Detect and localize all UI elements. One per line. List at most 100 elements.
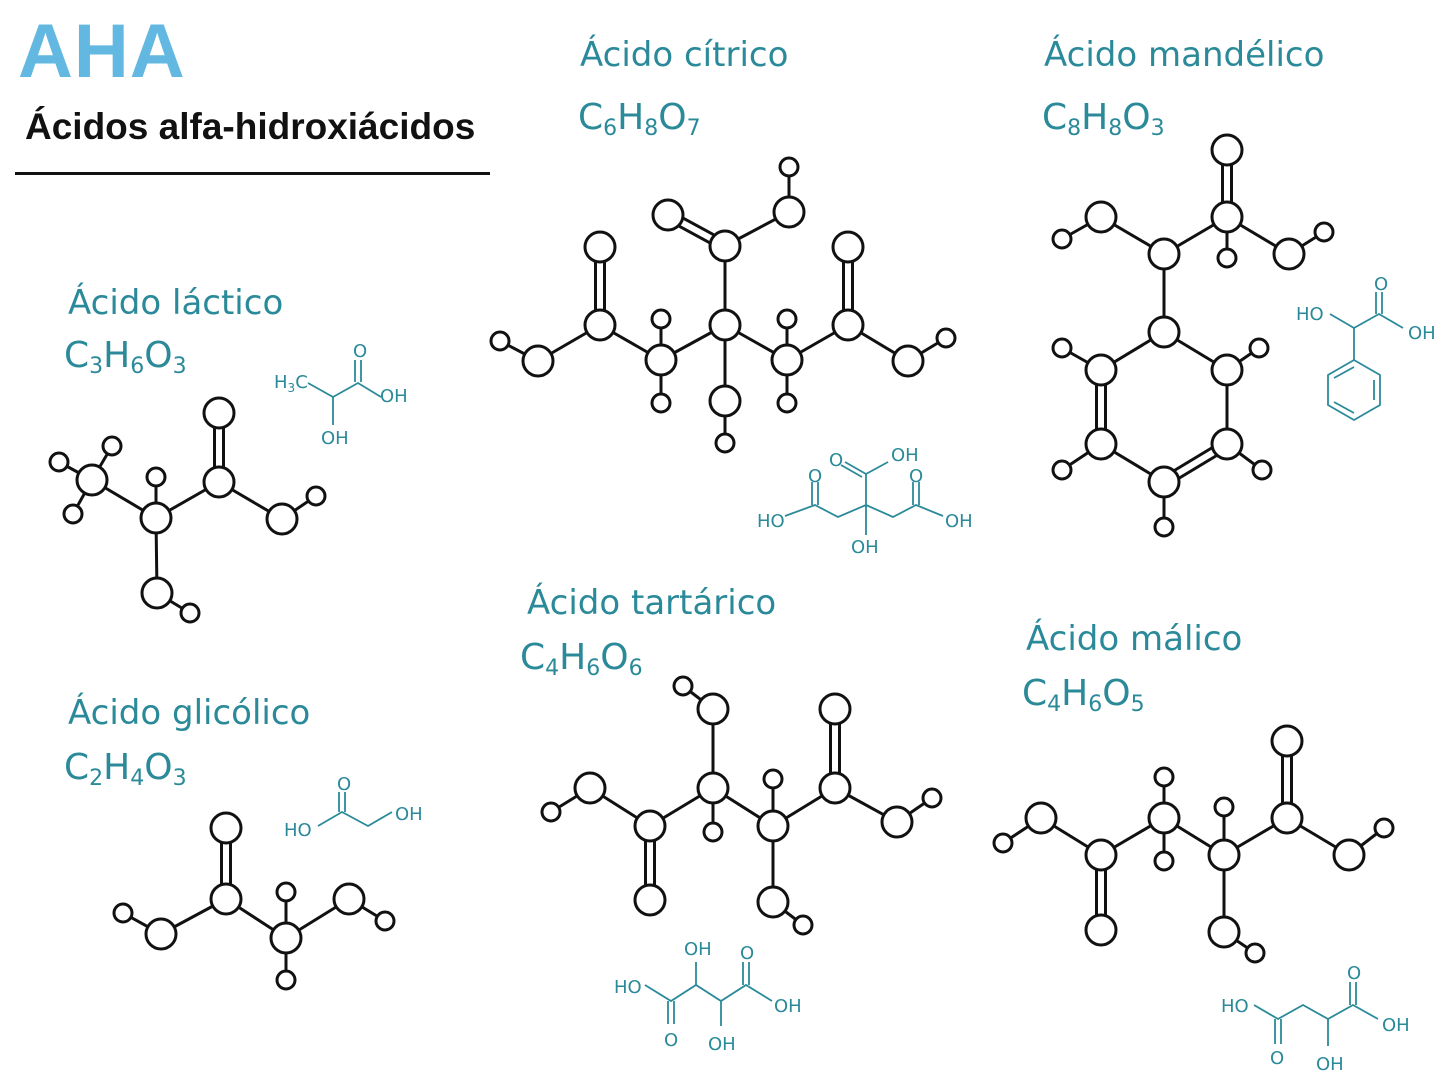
atom-label: HO bbox=[1221, 996, 1249, 1017]
heavy-atom bbox=[818, 771, 852, 805]
heavy-atom bbox=[332, 882, 366, 916]
hydrogen-atom bbox=[1216, 247, 1238, 269]
skeletal-bond bbox=[865, 461, 889, 505]
lactic-acid-name: Ácido láctico bbox=[68, 283, 284, 323]
heavy-atom bbox=[1210, 427, 1244, 461]
heavy-atom bbox=[1210, 353, 1244, 387]
hydrogen-atom bbox=[1051, 337, 1073, 359]
atom-label: O bbox=[808, 466, 822, 487]
glycolic-acid-formula: C2H4O3 bbox=[64, 747, 187, 791]
heavy-atom bbox=[708, 384, 742, 418]
heavy-atom bbox=[831, 308, 865, 342]
atom-label: O bbox=[1270, 1048, 1284, 1069]
skeletal-bond bbox=[1329, 312, 1404, 330]
hydrogen-atom bbox=[935, 327, 957, 349]
atom-label: O bbox=[829, 450, 843, 471]
heavy-atom bbox=[521, 344, 555, 378]
hydrogen-atom bbox=[1248, 337, 1270, 359]
skeletal-bond bbox=[784, 504, 944, 518]
heavy-atom bbox=[1024, 801, 1058, 835]
hydrogen-atom bbox=[792, 914, 814, 936]
heavy-atom bbox=[1332, 838, 1366, 872]
hydrogen-atom bbox=[1213, 796, 1235, 818]
heavy-atom bbox=[144, 917, 178, 951]
skeletal-bond bbox=[1349, 982, 1357, 1005]
hydrogen-atom bbox=[62, 503, 84, 525]
atom-label: H3C bbox=[274, 372, 308, 395]
heavy-atom bbox=[1084, 200, 1118, 234]
tartaric-acid-ball-stick-model bbox=[540, 675, 943, 936]
heavy-atom bbox=[1270, 801, 1304, 835]
heavy-atom bbox=[583, 308, 617, 342]
glycolic-acid-skeletal-formula bbox=[317, 792, 393, 828]
skeletal-bond bbox=[1375, 292, 1383, 314]
heavy-atom bbox=[1084, 427, 1118, 461]
hydrogen-atom bbox=[1051, 228, 1073, 250]
heavy-atom bbox=[209, 811, 243, 845]
heavy-atom bbox=[573, 771, 607, 805]
hydrogen-atom bbox=[540, 801, 562, 823]
atom-label: OH bbox=[1408, 323, 1436, 344]
atom-label: OH bbox=[1316, 1054, 1344, 1075]
atom-label: O bbox=[664, 1030, 678, 1051]
heavy-atom bbox=[756, 809, 790, 843]
hydrogen-atom bbox=[1153, 516, 1175, 538]
heavy-atom bbox=[1210, 133, 1244, 167]
heavy-atom bbox=[651, 198, 685, 232]
skeletal-bond bbox=[667, 1001, 675, 1024]
heavy-atom bbox=[202, 465, 236, 499]
hydrogen-atom bbox=[145, 466, 167, 488]
heavy-atom bbox=[696, 692, 730, 726]
skeletal-bond bbox=[1333, 366, 1375, 414]
heavy-atom bbox=[1207, 915, 1241, 949]
heavy-atom bbox=[708, 229, 742, 263]
heavy-atom bbox=[708, 308, 742, 342]
malic-acid-name: Ácido málico bbox=[1026, 619, 1243, 659]
atom-label: OH bbox=[708, 1034, 736, 1055]
heavy-atom bbox=[1147, 465, 1181, 499]
heavy-atom bbox=[75, 463, 109, 497]
mandelic-acid-skeletal-formula bbox=[1327, 292, 1404, 422]
heavy-atom bbox=[633, 809, 667, 843]
skeletal-bond bbox=[317, 810, 393, 828]
citric-acid-skeletal-formula bbox=[784, 461, 944, 535]
heavy-atom bbox=[831, 230, 865, 264]
heavy-atom bbox=[269, 921, 303, 955]
malic-acid-skeletal-formula bbox=[1253, 982, 1379, 1046]
hydrogen-atom bbox=[650, 308, 672, 330]
atom-label: O bbox=[909, 466, 923, 487]
heavy-atom bbox=[1270, 724, 1304, 758]
heavy-atom bbox=[770, 343, 804, 377]
citric-acid-name: Ácido cítrico bbox=[580, 35, 789, 75]
heavy-atom bbox=[891, 344, 925, 378]
skeletal-bond bbox=[354, 360, 362, 382]
skeletal-bond bbox=[644, 983, 773, 1003]
title-underline bbox=[15, 172, 490, 175]
malic-acid-formula: C4H6O5 bbox=[1022, 673, 1145, 717]
heavy-atom bbox=[1084, 353, 1118, 387]
heavy-atom bbox=[1084, 838, 1118, 872]
atom-label: O bbox=[337, 774, 351, 795]
lactic-acid-ball-stick-model bbox=[48, 396, 327, 624]
atom-label: O bbox=[740, 943, 754, 964]
malic-acid-ball-stick-model bbox=[992, 724, 1395, 964]
page-subtitle: Ácidos alfa-hidroxiácidos bbox=[25, 106, 476, 147]
heavy-atom bbox=[1272, 237, 1306, 271]
heavy-atom bbox=[1207, 838, 1241, 872]
hydrogen-atom bbox=[275, 969, 297, 991]
heavy-atom bbox=[1210, 200, 1244, 234]
heavy-atom bbox=[633, 883, 667, 917]
atom-label: OH bbox=[321, 428, 349, 449]
heavy-atom bbox=[1147, 801, 1181, 835]
hydrogen-atom bbox=[1373, 817, 1395, 839]
atom-label: HO bbox=[757, 511, 785, 532]
heavy-atom bbox=[880, 805, 914, 839]
tartaric-acid-formula: C4H6O6 bbox=[520, 637, 643, 681]
tartaric-acid-name: Ácido tartárico bbox=[527, 583, 777, 623]
hydrogen-atom bbox=[650, 392, 672, 414]
atom-label: OH bbox=[945, 511, 973, 532]
